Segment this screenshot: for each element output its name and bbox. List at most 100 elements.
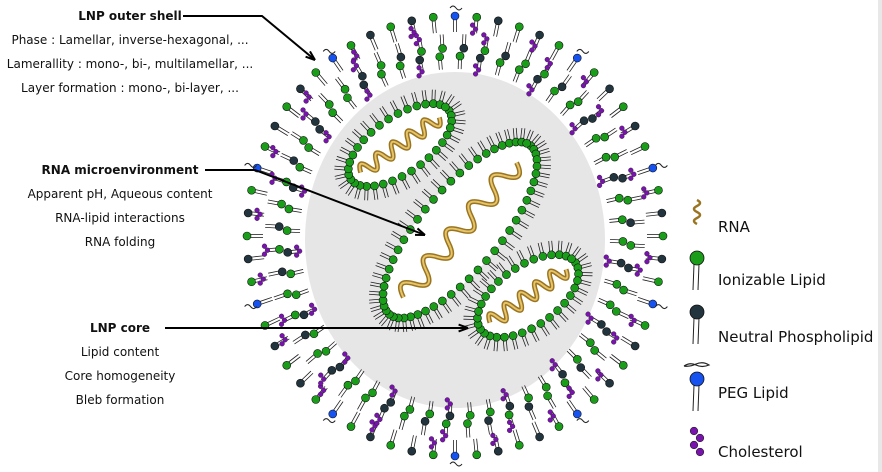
neutral-phospholipid [493,16,503,26]
ionizable-lipid [455,282,465,292]
cholesterol-unit [500,396,506,402]
ionizable-lipid [605,300,615,310]
ionizable-lipid [413,310,423,319]
cholesterol-unit [641,194,647,200]
ionizable-lipid [502,270,511,279]
ionizable-lipid [476,299,486,309]
ionizable-lipid [532,161,542,171]
ionizable-lipid [311,68,321,77]
cholesterol-unit [364,96,370,102]
cholesterol-unit [472,71,479,77]
ionizable-lipid [550,86,559,96]
ionizable-lipid [343,380,353,390]
neutral-phospholipid [609,172,619,182]
ionizable-lipid [277,199,286,209]
cholesterol-unit [312,306,318,312]
peg-chain [322,48,336,54]
cholesterol-unit [377,416,383,422]
neutral-phospholipid [501,51,510,61]
ionizable-lipid [455,168,465,178]
ionizable-lipid [589,68,599,77]
ionizable-lipid [282,226,292,235]
ionizable-lipid [446,176,456,186]
cholesterol-unit [374,412,380,418]
rna-lipid-capsule [463,240,593,352]
neutral-phospholipid [475,53,485,63]
annotation-line: Lipid content [80,345,160,359]
ionizable-lipid [618,215,627,224]
neutral-phospholipid [311,117,320,126]
cholesterol-unit [443,433,449,439]
ionizable-lipid [309,329,319,339]
cholesterol-unit [281,317,288,323]
ionizable-lipid [412,101,422,111]
cholesterol-unit [532,43,538,49]
peg-lipid [648,163,658,173]
cholesterol-unit [585,319,591,325]
ionizable-lipid [437,185,447,195]
cholesterol-unit [526,91,532,97]
neutral-phospholipid [484,416,493,425]
neutral-phospholipid [630,341,640,351]
legend-label-rna: RNA [718,218,750,236]
peg-lipid [572,409,582,419]
cholesterol-unit [297,248,303,254]
cholesterol-unit [257,280,263,286]
ionizable-lipid [399,235,409,245]
cholesterol-unit [619,125,625,131]
ionizable-lipid [361,393,370,403]
ionizable-lipid [526,186,536,196]
ionizable-lipid [413,215,422,224]
cholesterol-unit [547,417,553,423]
cholesterol-unit [641,186,647,192]
cholesterol-unit [294,252,300,258]
ionizable-lipid [498,236,507,245]
ionizable-lipid [618,102,628,111]
annotation-rna-microenvironment: RNA microenvironment Apparent pH, Aqueou… [0,158,240,254]
cholesterol-unit [369,419,375,425]
ionizable-lipid [299,136,308,145]
neutral-phospholipid [274,222,284,231]
neutral-phospholipid [327,366,337,375]
cholesterol-unit [526,83,532,89]
ionizable-lipid [508,331,518,340]
ionizable-lipid [614,193,624,203]
cholesterol-unit [506,419,513,425]
cholesterol-unit [549,366,555,372]
ionizable-lipid [421,306,430,316]
ionizable-lipid [328,108,337,117]
cholesterol-unit [569,122,575,128]
ionizable-lipid [495,58,505,67]
neutral-phospholipid [605,84,614,94]
peg-chain [449,461,463,467]
cholesterol-unit [440,429,446,435]
annotation-line: Core homogeneity [64,369,176,383]
ionizable-lipid [242,231,252,241]
neutral-phospholipid [535,30,544,40]
neutral-phospholipid [626,218,635,227]
ionizable-lipid [286,269,296,279]
neutral-phospholipid [657,254,667,264]
ionizable-lipid [473,265,483,275]
cholesterol-icon [689,426,705,457]
annotation-line: Lamerallity : mono-, bi-, multilamellar,… [6,57,254,71]
rna-strand-highlight [487,269,569,323]
ionizable-lipid [393,109,403,118]
neutral-phospholipid [380,403,389,413]
ionizable-lipid [378,289,388,299]
ionizable-lipid [441,419,451,429]
cholesterol-unit [303,90,309,96]
ionizable-lipid [291,290,301,300]
neutral-phospholipid [576,363,586,372]
cholesterol-unit [408,25,414,32]
ionizable-lipid [553,306,562,315]
ionizable-lipid [482,256,491,265]
neutral-phospholipid [243,208,253,218]
ionizable-lipid [573,355,582,364]
ionizable-lipid [497,141,507,150]
ionizable-lipid [472,12,482,22]
cholesterol-unit [500,388,506,394]
annotation-title: RNA microenvironment [41,163,199,177]
ionizable-lipid [611,307,621,316]
cholesterol-unit [611,331,617,337]
